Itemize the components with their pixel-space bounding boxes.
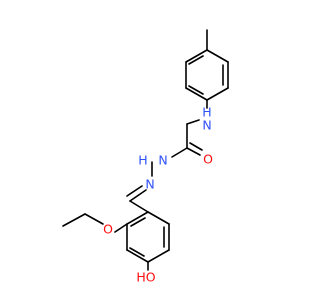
- bond: [84, 213, 104, 225]
- bond: [185, 49, 208, 63]
- imine-n-label: N: [145, 177, 154, 192]
- nh-label-n: N: [202, 118, 211, 133]
- bond: [147, 211, 170, 225]
- bond: [62, 213, 86, 227]
- bond: [129, 200, 149, 213]
- bond: [188, 85, 204, 95]
- hydrazide-n-label: N: [158, 153, 167, 168]
- bond: [171, 147, 188, 158]
- structure-diagram: H N O N H N O HO: [62, 29, 229, 285]
- bond: [206, 49, 229, 63]
- molecule-canvas: H N O N H N O HO: [62, 29, 229, 285]
- hydroxyl-label: HO: [136, 270, 155, 285]
- bond: [129, 189, 147, 202]
- nh-label-h: H: [202, 105, 211, 120]
- bond: [206, 87, 229, 101]
- bond: [186, 147, 201, 156]
- bond: [147, 249, 170, 263]
- bond: [185, 87, 208, 101]
- bond: [186, 119, 200, 125]
- carbonyl-oxygen-label: O: [203, 152, 213, 167]
- hydrazide-h-label: H: [138, 153, 147, 168]
- atom-labels: H N O N H N O HO: [103, 105, 213, 285]
- bond: [129, 247, 145, 257]
- bond: [126, 211, 149, 225]
- bond: [126, 249, 149, 263]
- bond: [130, 217, 146, 227]
- bond: [189, 142, 203, 151]
- bond: [188, 55, 204, 65]
- bond: [114, 223, 128, 233]
- bonds: [62, 29, 229, 271]
- bond: [126, 185, 143, 197]
- ether-oxygen-label: O: [103, 222, 113, 237]
